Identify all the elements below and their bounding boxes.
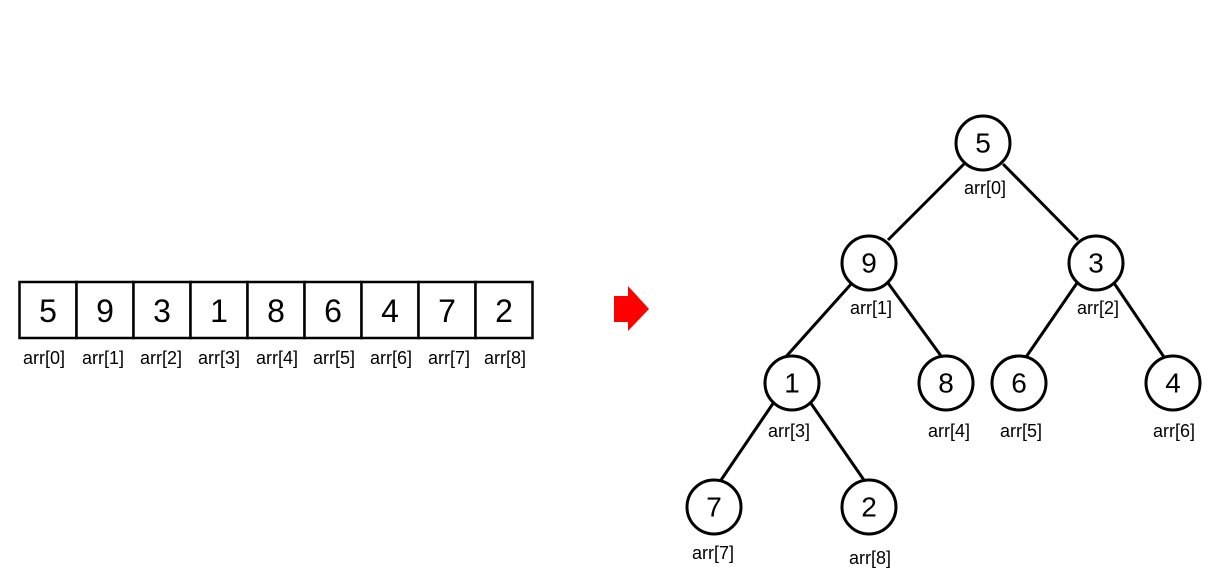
tree-node-value: 7 [706, 492, 722, 523]
array-cell-value: 2 [495, 293, 513, 329]
tree-node-label: arr[8] [849, 548, 891, 568]
tree-node-label: arr[3] [768, 421, 810, 441]
tree-node-label: arr[7] [692, 543, 734, 563]
tree-node-label: arr[2] [1077, 298, 1119, 318]
tree-edge [1112, 282, 1168, 361]
array-index-label: arr[7] [428, 348, 470, 368]
array-cell-value: 4 [381, 293, 399, 329]
array-cell: 9 arr[1] [75, 280, 135, 368]
tree-node-circle [840, 478, 898, 536]
tree-node-value: 2 [861, 492, 877, 523]
tree-node: 2 arr[8] [840, 478, 898, 568]
tree-node-circle [990, 354, 1048, 412]
array-index-label: arr[6] [370, 348, 412, 368]
array-cell-value: 9 [96, 293, 114, 329]
tree-node-circle [1067, 234, 1125, 292]
tree-edge [1001, 162, 1080, 242]
array-cell: 3 arr[2] [132, 280, 192, 368]
array-cell-box [360, 280, 420, 340]
array-cell-box [75, 280, 135, 340]
array-section: 5 arr[0] 9 arr[1] 3 arr[2] 1 arr[3] 8 ar… [18, 280, 534, 368]
tree-node: 5 arr[0] [954, 114, 1012, 198]
tree-edge [886, 282, 946, 361]
tree-node-circle [1144, 354, 1202, 412]
array-cell: 5 arr[0] [18, 280, 78, 368]
array-cell-box [474, 280, 534, 340]
array-cell: 1 arr[3] [189, 280, 249, 368]
tree-node: 7 arr[7] [685, 478, 743, 563]
tree-node-circle [685, 478, 743, 536]
array-cell-value: 8 [267, 293, 285, 329]
tree-edge [781, 281, 854, 362]
right-arrow-icon [614, 286, 649, 331]
array-index-label: arr[4] [256, 348, 298, 368]
tree-node-label: arr[5] [1000, 421, 1042, 441]
tree-node-value: 6 [1011, 368, 1027, 399]
tree-node-circle [763, 354, 821, 412]
tree-node-value: 9 [861, 248, 877, 279]
array-cell-box [246, 280, 306, 340]
array-index-label: arr[0] [23, 348, 65, 368]
tree-node-label: arr[4] [928, 421, 970, 441]
array-index-label: arr[3] [198, 348, 240, 368]
array-cell-value: 7 [438, 293, 456, 329]
array-cell: 6 arr[5] [303, 280, 363, 368]
array-index-label: arr[8] [484, 348, 526, 368]
array-index-label: arr[2] [140, 348, 182, 368]
tree-node: 9 arr[1] [840, 234, 898, 318]
tree-node-value: 4 [1165, 368, 1181, 399]
array-cell-value: 3 [153, 293, 171, 329]
tree-nodes: 5 arr[0] 9 arr[1] 3 arr[2] 1 arr[3] 8 ar… [685, 114, 1202, 568]
array-cell-value: 6 [324, 293, 342, 329]
tree-node: 8 arr[4] [917, 354, 975, 441]
array-cell: 8 arr[4] [246, 280, 306, 368]
tree-node: 3 arr[2] [1067, 234, 1125, 318]
tree-node-label: arr[6] [1153, 421, 1195, 441]
array-cell-box [18, 280, 78, 340]
tree-node-label: arr[0] [964, 178, 1006, 198]
tree-node: 4 arr[6] [1144, 354, 1202, 441]
array-index-label: arr[5] [313, 348, 355, 368]
array-cell: 2 arr[8] [474, 280, 534, 368]
tree-node-circle [840, 234, 898, 292]
array-cell-value: 5 [39, 293, 57, 329]
array-cell: 7 arr[7] [417, 280, 477, 368]
array-cell-box [417, 280, 477, 340]
tree-node: 6 arr[5] [990, 354, 1048, 441]
tree-node-value: 5 [975, 128, 991, 159]
tree-edges [717, 162, 1168, 484]
tree-node-circle [954, 114, 1012, 172]
array-index-label: arr[1] [82, 348, 124, 368]
tree-node-circle [917, 354, 975, 412]
tree-edge [717, 401, 776, 484]
array-cell: 4 arr[6] [360, 280, 420, 368]
array-cell-value: 1 [210, 293, 228, 329]
tree-node-label: arr[1] [850, 298, 892, 318]
tree-node-value: 3 [1088, 248, 1104, 279]
tree-node-value: 1 [784, 368, 800, 399]
tree-edge [1022, 282, 1079, 361]
tree-node-value: 8 [938, 368, 954, 399]
tree-edge [886, 162, 966, 242]
array-cell-box [132, 280, 192, 340]
tree-node: 1 arr[3] [763, 354, 821, 441]
tree-edge [808, 401, 868, 484]
